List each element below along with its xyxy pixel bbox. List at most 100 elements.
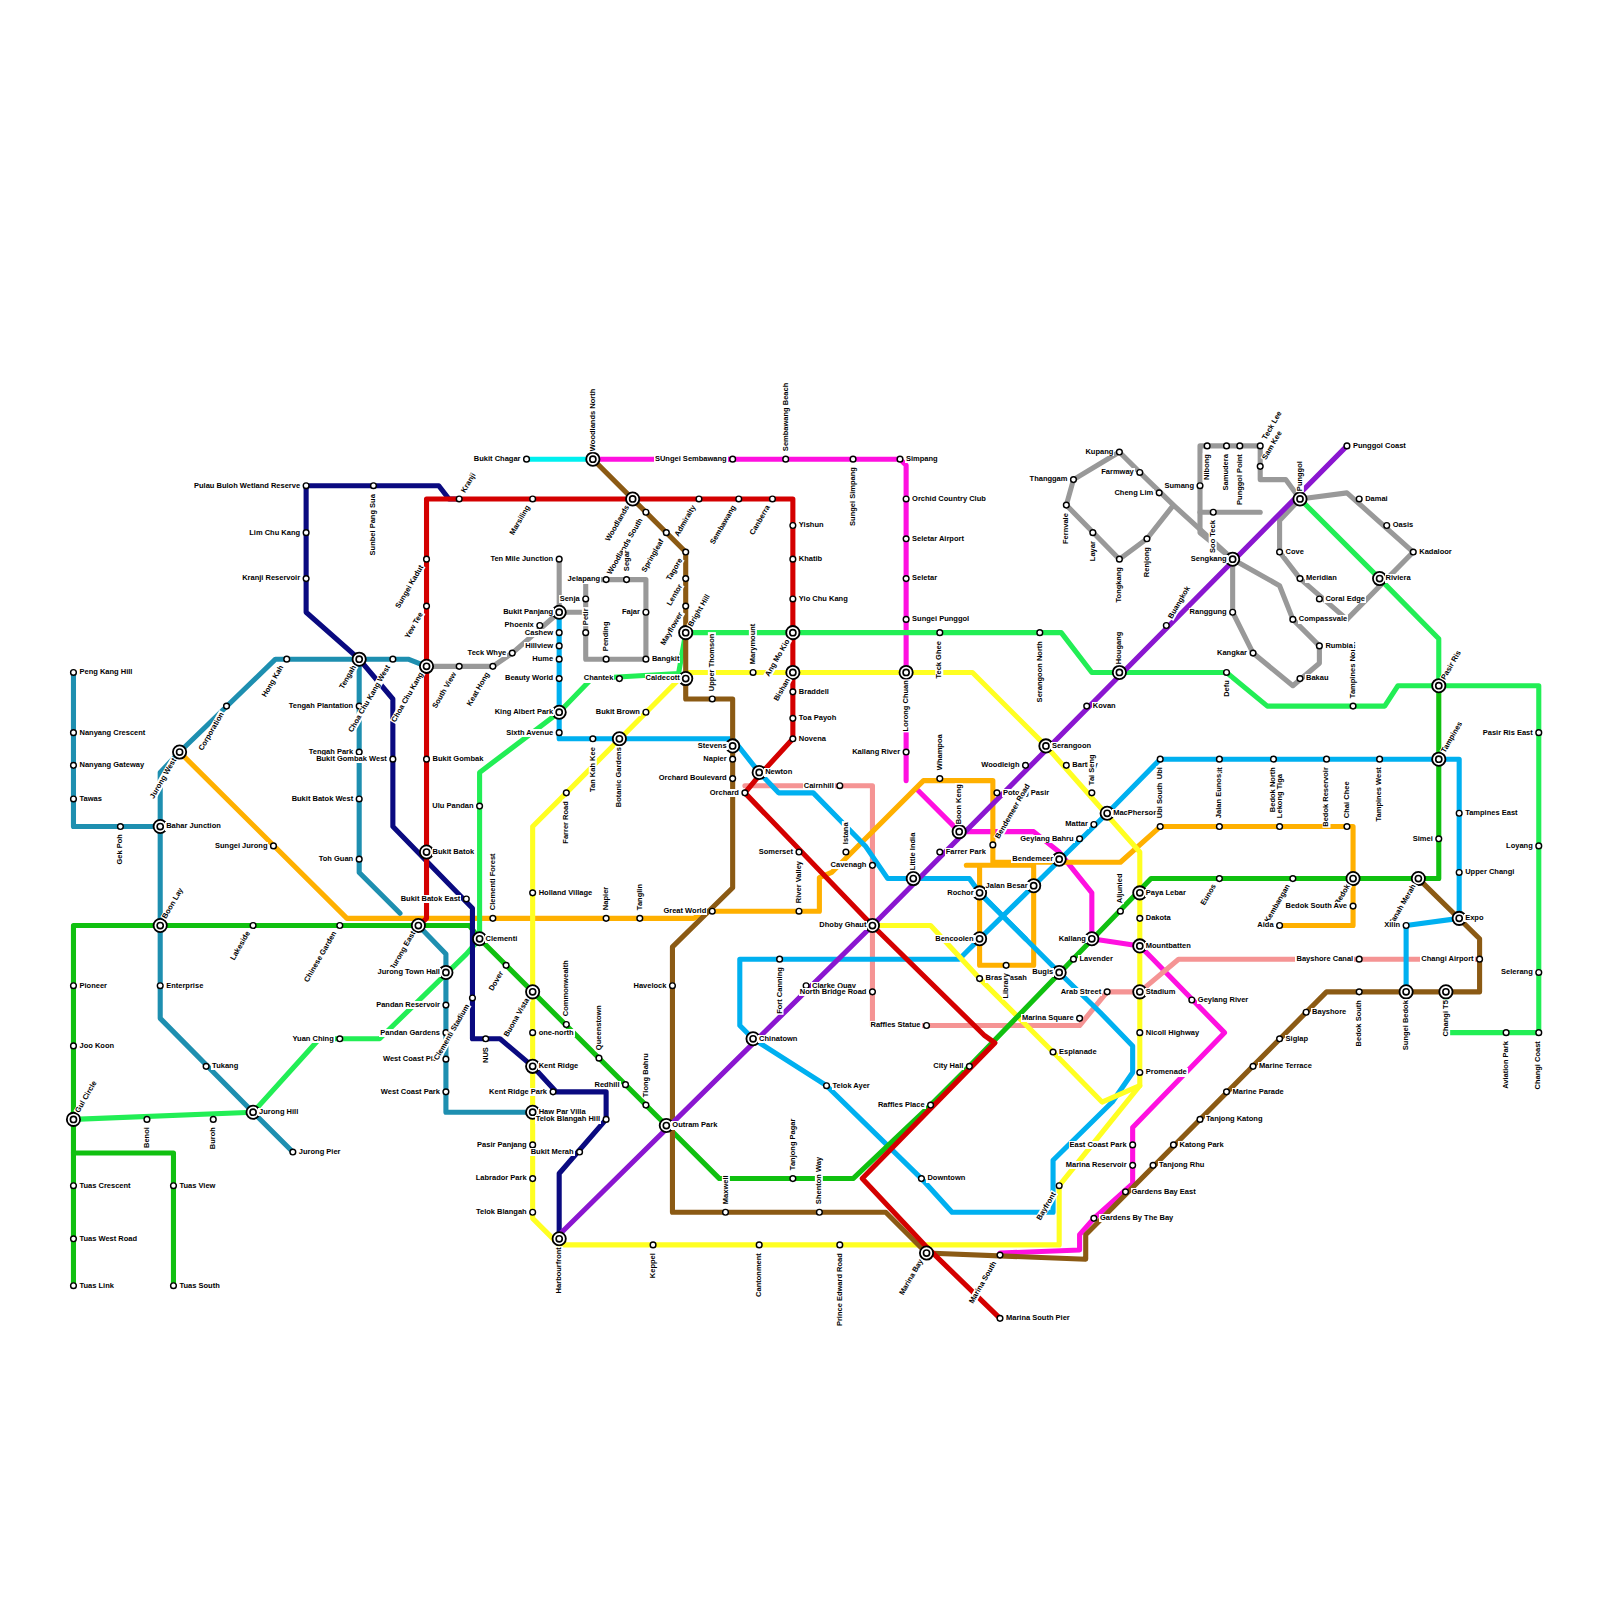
station-dot — [1443, 989, 1449, 995]
station-dot — [490, 916, 496, 922]
station-dot — [1237, 443, 1243, 449]
station-dot — [1230, 556, 1236, 562]
station-label: Outram Park — [671, 1121, 718, 1129]
station-dot — [477, 803, 483, 809]
station-label: Marina South Pier — [1005, 1314, 1071, 1322]
station-dot — [990, 842, 996, 848]
station-label: Tuas View — [178, 1182, 216, 1190]
station-label: Woodlands North — [589, 388, 597, 452]
station-label: Mayflower — [659, 610, 685, 648]
grey-line — [1200, 510, 1260, 515]
station-dot — [171, 1283, 177, 1289]
station-dot — [356, 656, 362, 662]
station-dot — [537, 623, 543, 629]
station-dot — [843, 849, 849, 855]
station-label: Cantonment — [755, 1252, 763, 1298]
station-dot — [524, 456, 530, 462]
station-dot — [530, 1176, 536, 1182]
station-dot — [643, 609, 649, 615]
station-dot — [1031, 883, 1037, 889]
station-dot — [337, 1036, 343, 1042]
station-dot — [750, 1036, 756, 1042]
station-label: Siglap — [1285, 1035, 1310, 1043]
station-dot — [709, 696, 715, 702]
station-label: Tampines West — [1375, 766, 1383, 822]
station-dot — [928, 1102, 934, 1108]
station-dot — [556, 1236, 562, 1242]
station-dot — [530, 1063, 536, 1069]
station-dot — [696, 496, 702, 502]
station-dot — [1415, 876, 1421, 882]
station-dot — [173, 745, 186, 758]
station-dot — [556, 730, 562, 736]
station-dot — [490, 663, 496, 669]
station-label: Jurong Town Hall — [377, 968, 441, 976]
station-dot — [1118, 908, 1124, 914]
station-label: Bishan — [772, 676, 793, 704]
station-label: Little India — [909, 832, 917, 872]
station-dot — [556, 709, 562, 715]
station-label: Nicoll Highway — [1145, 1029, 1200, 1037]
station-label: Bukit Panjang — [502, 608, 554, 616]
station-dot — [456, 663, 462, 669]
station-dot — [977, 936, 983, 942]
station-dot — [1031, 883, 1037, 889]
station-label: Holland Village — [538, 889, 594, 897]
station-label: Lekong Tiga — [1275, 773, 1283, 819]
station-label: Serangoon — [1051, 742, 1092, 750]
station-dot — [443, 969, 449, 975]
station-label: Orchard — [709, 789, 740, 797]
station-label: Sixth Avenue — [505, 729, 554, 737]
station-label: Sumang — [1163, 482, 1195, 490]
station-dot — [439, 966, 452, 979]
station-label: Gardens By The Bay — [1099, 1214, 1174, 1222]
station-dot — [1053, 966, 1066, 979]
station-label: Braddell — [798, 688, 830, 696]
station-label: Compassvale — [1298, 615, 1348, 623]
station-dot — [977, 936, 983, 942]
station-label: Changi Airport — [1420, 955, 1474, 963]
station-dot — [1003, 962, 1009, 968]
station-label: Chantek — [583, 674, 615, 682]
station-label: Jurong West — [148, 756, 179, 801]
station-label: Bangkit — [651, 655, 681, 663]
station-label: Thanggam — [1029, 475, 1069, 483]
station-label: Enterprise — [165, 982, 204, 990]
station-dot — [337, 923, 343, 929]
purple-line — [559, 446, 1347, 1235]
station-dot — [423, 663, 429, 669]
station-dot — [683, 549, 689, 555]
station-label: Arab Street — [1060, 988, 1102, 996]
station-dot — [1117, 670, 1123, 676]
station-label: Pioneer — [78, 982, 108, 990]
station-dot — [1303, 1009, 1309, 1015]
station-label: Kangkar — [1216, 649, 1248, 657]
station-dot — [1089, 790, 1095, 796]
station-dot — [1027, 879, 1040, 892]
station-label: Shenton Way — [815, 1156, 823, 1205]
station-dot — [850, 456, 856, 462]
station-dot — [1344, 443, 1350, 449]
station-dot — [1084, 703, 1090, 709]
station-dot — [790, 670, 796, 676]
station-dot — [1324, 756, 1330, 762]
station-dot — [683, 630, 689, 636]
station-dot — [303, 530, 309, 536]
station-label: Seletar — [911, 574, 938, 582]
station-label: Ranggung — [1189, 608, 1228, 616]
station-dot — [750, 1036, 756, 1042]
station-dot — [1217, 876, 1223, 882]
station-dot — [1077, 1016, 1083, 1022]
station-dot — [1089, 936, 1095, 942]
station-dot — [903, 669, 909, 675]
station-dot — [790, 523, 796, 529]
station-label: Corporation — [196, 710, 226, 753]
station-label: Cove — [1285, 548, 1305, 556]
station-dot — [1091, 822, 1097, 828]
station-dot — [683, 603, 689, 609]
station-dot — [1432, 679, 1445, 692]
station-dot — [157, 823, 163, 829]
station-label: Marine Parade — [1232, 1088, 1285, 1096]
station-label: Botanic Gardens — [615, 746, 623, 808]
station-dot — [509, 650, 515, 656]
